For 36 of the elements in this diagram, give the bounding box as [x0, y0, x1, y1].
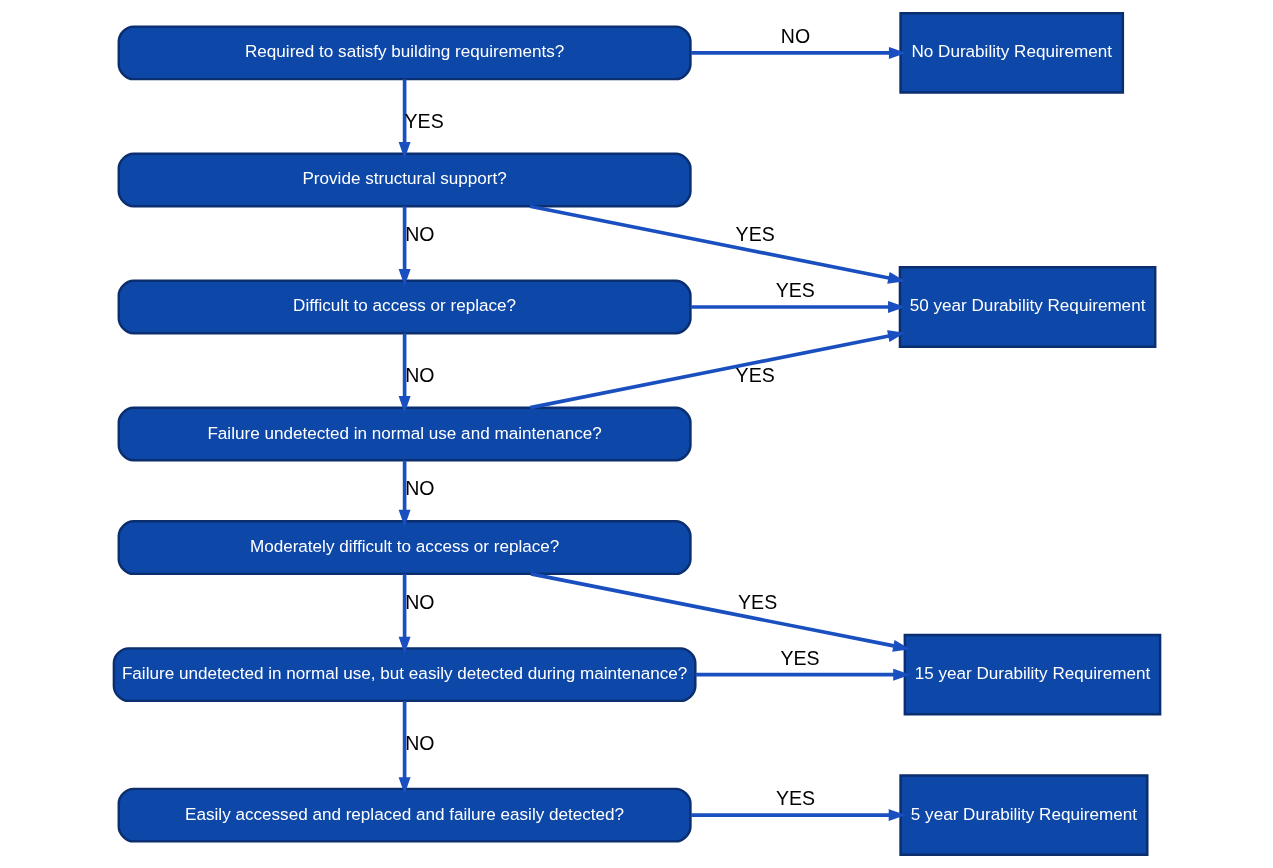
arrow	[529, 330, 905, 410]
node-box: 50 year Durability Requirement	[898, 266, 1156, 348]
arrow	[690, 300, 905, 313]
node-box: Provide structural support?	[117, 152, 692, 208]
node-box: 15 year Durability Requirement	[903, 633, 1161, 716]
arrow	[690, 809, 906, 822]
node-box: Required to satisfy building requirements?	[117, 25, 692, 81]
edge-label: YES	[735, 363, 775, 386]
node-box: Failure undetected in normal use and maintenance?	[117, 406, 692, 462]
arrow	[398, 460, 411, 527]
arrow	[398, 574, 411, 654]
node-box: 5 year Durability Requirement	[898, 774, 1148, 857]
arrow	[695, 668, 910, 681]
node-box: Failure undetected in normal use, but easily detected during maintenance?	[112, 647, 697, 703]
edge-label: NO	[404, 363, 435, 386]
arrow	[529, 204, 905, 284]
edge-label: NO	[404, 731, 435, 754]
arrow	[398, 701, 411, 795]
arrow	[398, 333, 411, 414]
edge-label: YES	[775, 787, 815, 810]
arrow	[398, 206, 411, 287]
edge-label: YES	[737, 591, 777, 614]
edge-label: YES	[775, 278, 815, 301]
node-box: Difficult to access or replace?	[117, 279, 692, 335]
edge-label: NO	[780, 24, 810, 47]
edge-label: YES	[735, 223, 775, 246]
edge-label: NO	[404, 223, 435, 246]
edge-label: YES	[780, 646, 820, 669]
edge-label: NO	[404, 477, 435, 500]
node-box: Moderately difficult to access or replace?	[117, 520, 692, 576]
node-box: No Durability Requirement	[898, 11, 1124, 94]
arrow	[530, 572, 910, 652]
arrow	[690, 46, 906, 59]
node-box: Easily accessed and replaced and failure easily detected?	[117, 787, 692, 843]
arrow	[398, 79, 411, 160]
edge-label: NO	[404, 591, 435, 614]
